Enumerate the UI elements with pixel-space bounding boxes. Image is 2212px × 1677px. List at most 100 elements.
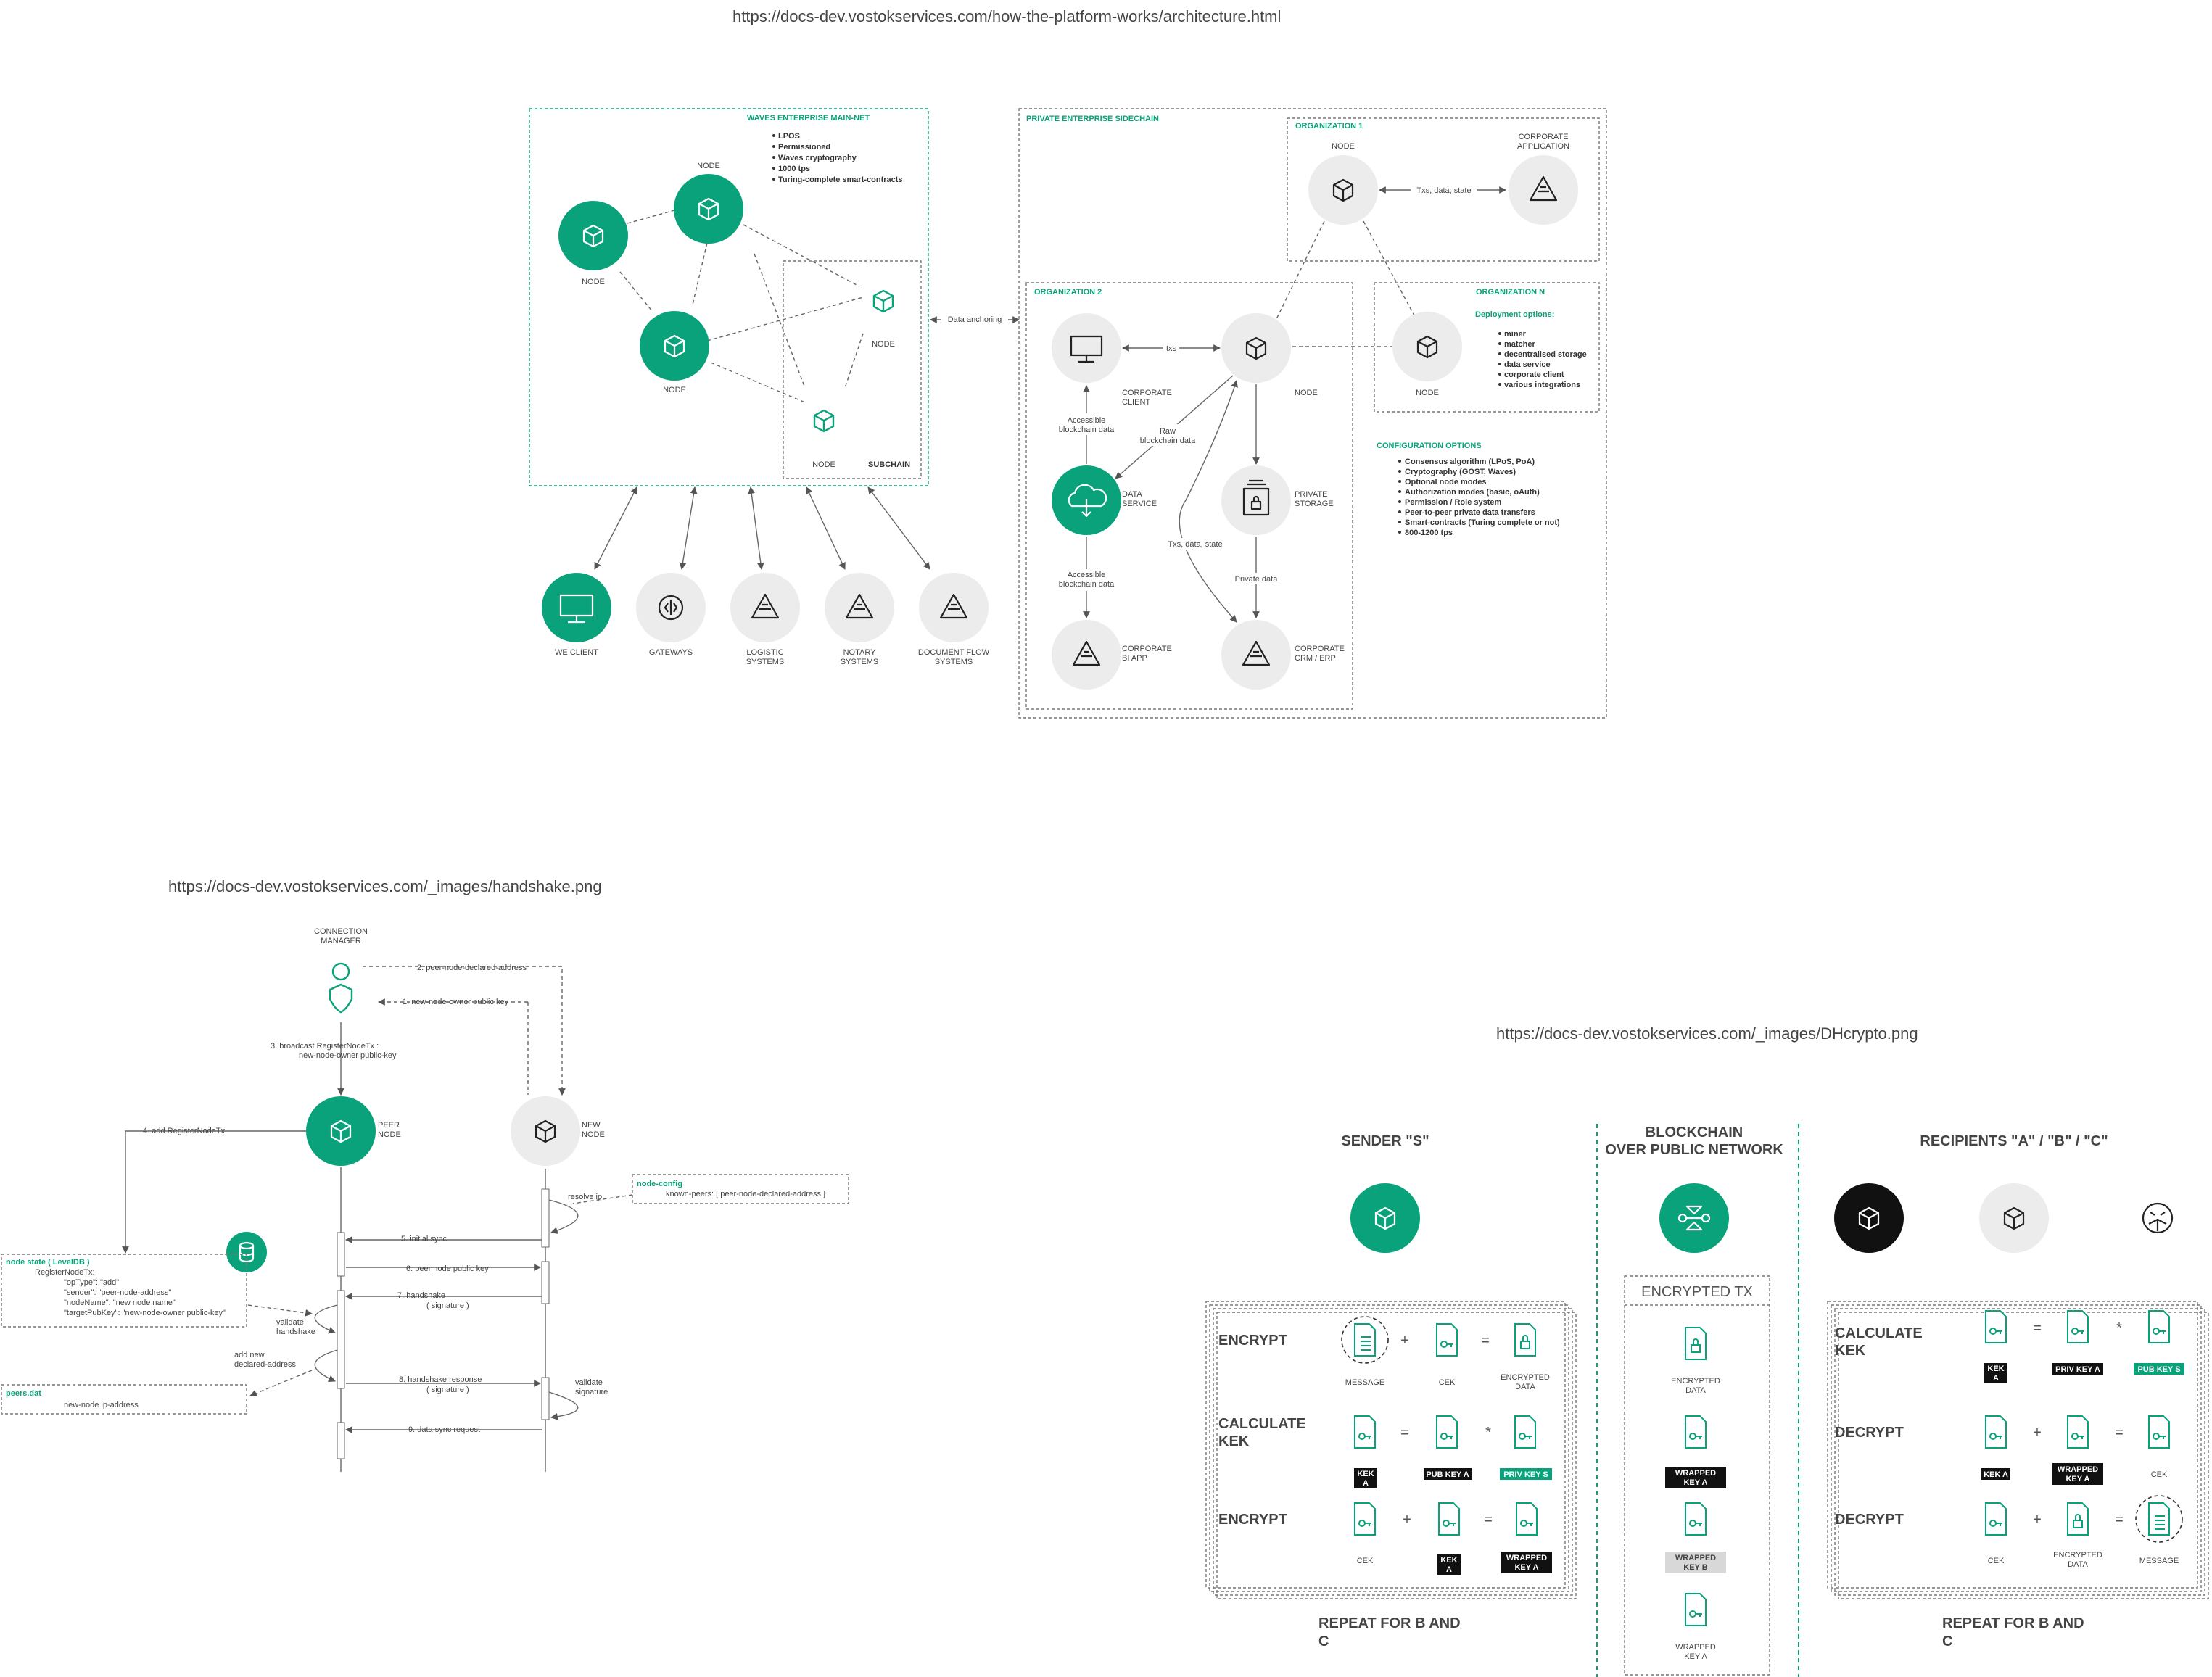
dhcrypto-url[interactable]: https://docs-dev.vostokservices.com/_ima… [1496, 1024, 1918, 1043]
encrypted-tx-panel [1624, 1275, 1770, 1676]
config-item: Authorization modes (basic, oAuth) [1405, 488, 1540, 497]
client-notary[interactable]: NOTARY SYSTEMS [825, 573, 894, 666]
peer-node[interactable]: PEER NODE [306, 1096, 401, 1166]
blockchain-node[interactable] [1659, 1183, 1729, 1253]
deployment-list: miner matcher decentralised storage data… [1498, 330, 1587, 389]
step-label: 3. broadcast RegisterNodeTx : [271, 1042, 379, 1051]
kek-tag: KEK [1440, 1556, 1457, 1565]
connection-manager-label: CONNECTION [314, 927, 368, 936]
flow-label: blockchain data [1059, 580, 1115, 589]
mainnet-node[interactable]: NODE [558, 201, 628, 286]
node-label: NODE [1416, 389, 1439, 397]
org2-corporate-client[interactable]: CORPORATE CLIENT [1052, 313, 1172, 407]
key-doc-icon [1354, 1415, 1376, 1449]
org2-title: ORGANIZATION 2 [1034, 288, 1102, 297]
row-label: ENCRYPT [1218, 1333, 1287, 1349]
blockchain-title: BLOCKCHAIN [1646, 1125, 1743, 1140]
mainnet-client-arrows [594, 486, 930, 570]
subchain-node[interactable]: NODE [812, 409, 835, 469]
org1-node[interactable]: NODE [1308, 142, 1378, 225]
operator: = [2115, 1425, 2124, 1441]
feature-item: Permissioned [778, 143, 830, 152]
item-label: MESSAGE [1345, 1378, 1384, 1387]
peer-node-label: NODE [378, 1130, 401, 1139]
architecture-url[interactable]: https://docs-dev.vostokservices.com/how-… [732, 7, 1281, 25]
new-node[interactable]: NEW NODE [511, 1096, 605, 1166]
org1-link-label: Txs, data, state [1416, 186, 1471, 195]
org2-node[interactable]: NODE [1221, 313, 1318, 397]
monitor-icon [1070, 335, 1103, 363]
config-title: CONFIGURATION OPTIONS [1377, 442, 1482, 450]
orgn-title: ORGANIZATION N [1476, 288, 1545, 297]
step-label: 1. new-node-owner public key [403, 998, 509, 1006]
evil-cube-icon [2142, 1202, 2174, 1234]
client-gateways[interactable]: GATEWAYS [636, 573, 706, 657]
client-document-flow[interactable]: DOCUMENT FLOW SYSTEMS [918, 573, 990, 666]
row-label: CALCULATE [1835, 1325, 1923, 1341]
connection-manager-label: MANAGER [321, 937, 361, 945]
recipients-title: RECIPIENTS "A" / "B" / "C" [1920, 1133, 2108, 1149]
lock-doc-icon [2067, 1502, 2089, 1536]
subchain-node[interactable]: NODE [872, 289, 895, 349]
node-state-line: RegisterNodeTx: [35, 1268, 95, 1277]
kek-tag: KEK [1357, 1470, 1374, 1478]
node-label: NODE [1332, 142, 1355, 151]
item-label: CEK [1357, 1557, 1374, 1565]
org1-corporate-application[interactable]: CORPORATE APPLICATION [1509, 133, 1578, 225]
org1-box [1287, 117, 1600, 262]
key-doc-icon [1685, 1593, 1707, 1626]
key-doc-icon [1354, 1502, 1376, 1536]
cloud-icon [1068, 484, 1107, 518]
kek-tag: A [1993, 1374, 1999, 1383]
key-doc-icon [1685, 1502, 1707, 1536]
org2-private-storage[interactable]: PRIVATE STORAGE [1221, 465, 1334, 535]
recipient-c-node[interactable] [2142, 1202, 2174, 1234]
wrapped-key-tag: WRAPPED [1675, 1469, 1716, 1478]
node-state-title: node state ( LevelDB ) [6, 1258, 90, 1267]
operator: = [1400, 1425, 1409, 1441]
kek-tag: KEK [1987, 1365, 2004, 1373]
step-label: 4. add RegisterNodeTx [143, 1127, 226, 1135]
tx-item-label: WRAPPED [1675, 1643, 1716, 1652]
client-label: LOGISTIC [746, 648, 783, 657]
message-doc-icon [2148, 1502, 2170, 1536]
operator: * [2116, 1320, 2122, 1336]
row-label: ENCRYPT [1218, 1512, 1287, 1528]
sender-node[interactable] [1350, 1183, 1420, 1253]
orgn-box [1374, 282, 1600, 413]
client-we-client[interactable]: WE CLIENT [542, 573, 611, 657]
row-label: KEK [1218, 1433, 1250, 1449]
pub-key-tag: PUB KEY S [2137, 1365, 2180, 1374]
client-logistic[interactable]: LOGISTIC SYSTEMS [730, 573, 800, 666]
encrypted-tx-title: ENCRYPTED TX [1641, 1284, 1753, 1300]
org2-corporate-crm[interactable]: CORPORATE CRM / ERP [1221, 620, 1345, 690]
blockchain-title: OVER PUBLIC NETWORK [1605, 1142, 1783, 1158]
node-state-line: "nodeName": "new node name" [64, 1299, 176, 1307]
org2-data-service[interactable]: DATA SERVICE [1052, 465, 1157, 535]
orgn-node[interactable]: NODE [1392, 312, 1462, 397]
handshake-diagram: CONNECTION MANAGER 2. peer-node-declared… [1, 927, 849, 1472]
recipient-a-node[interactable] [1834, 1183, 1904, 1253]
chain-icon [1677, 1205, 1711, 1231]
flow-label: Private data [1235, 575, 1279, 584]
mainnet-node[interactable]: NODE [674, 162, 743, 244]
step-label: 6. peer node public key [406, 1264, 489, 1273]
operator: + [2033, 1425, 2042, 1441]
priv-key-tag: PRIV KEY S [1503, 1470, 1548, 1479]
mainnet-box: WAVES ENTERPRISE MAIN-NET LPOS Permissio… [529, 108, 929, 486]
recipient-b-node[interactable] [1979, 1183, 2049, 1253]
tx-item-label: ENCRYPTED [1671, 1377, 1720, 1386]
config-list: Consensus algorithm (LPoS, PoA) Cryptogr… [1398, 457, 1560, 537]
key-doc-icon [2148, 1415, 2170, 1449]
item-label: MESSAGE [2139, 1557, 2179, 1565]
mainnet-node[interactable]: NODE [640, 311, 709, 394]
org2-corporate-bi-app[interactable]: CORPORATE BI APP [1052, 620, 1172, 690]
node-config-line: known-peers: [ peer-node-declared-addres… [666, 1190, 825, 1198]
wrapped-key-tag: KEY A [2066, 1475, 2089, 1483]
node-config-box [632, 1174, 849, 1204]
handshake-url[interactable]: https://docs-dev.vostokservices.com/_ima… [168, 877, 602, 895]
node-label: NODE [582, 278, 605, 286]
operator: + [2033, 1512, 2042, 1528]
kek-tag: A [1363, 1479, 1369, 1488]
